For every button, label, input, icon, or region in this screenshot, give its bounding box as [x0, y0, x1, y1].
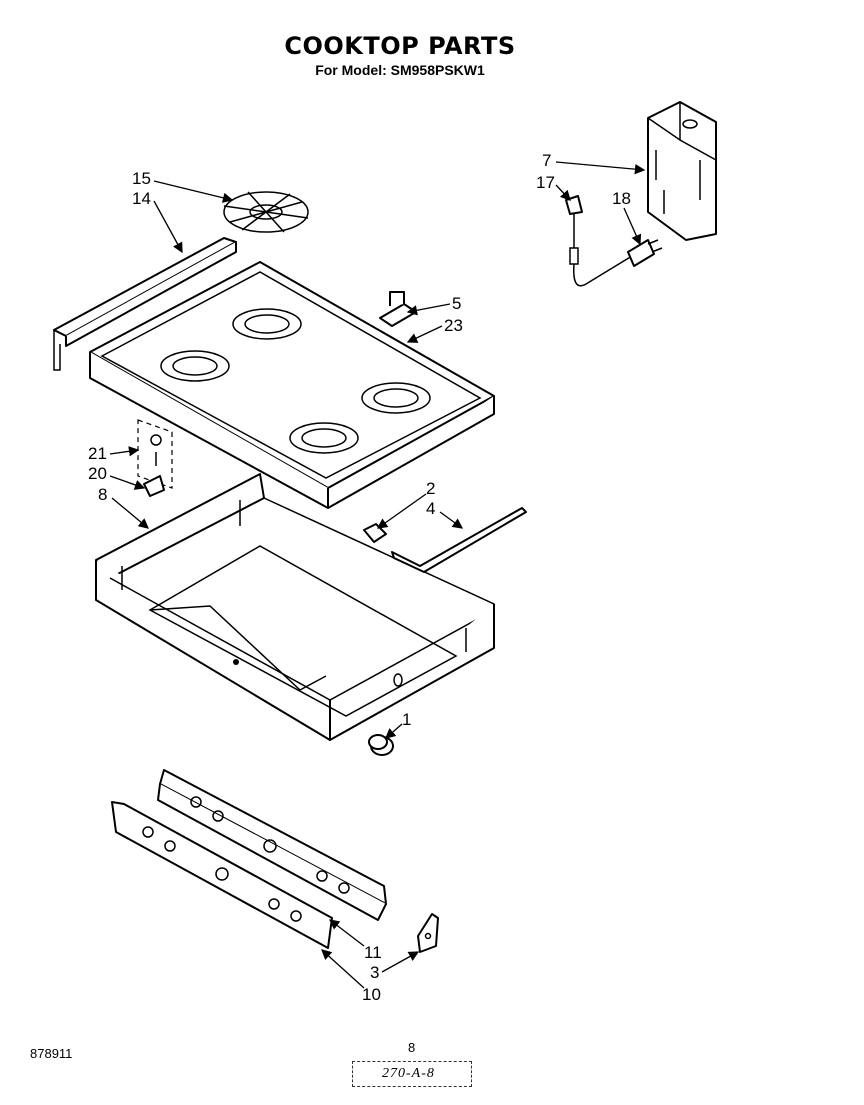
bracket-part [379, 291, 417, 327]
manifold-bracket-part [157, 769, 387, 921]
rear-trim-part [53, 237, 237, 371]
callout-3: 3 [370, 963, 379, 982]
callout-8: 8 [98, 485, 107, 504]
burner-grate-part [223, 191, 309, 233]
callout-5: 5 [452, 294, 461, 313]
callout-18: 18 [612, 189, 631, 208]
page-title: COOKTOP PARTS [284, 32, 516, 60]
reference-code: 270-A-8 [382, 1066, 435, 1081]
callout-20: 20 [88, 464, 107, 483]
wire-harness-part [565, 195, 663, 287]
callout-14: 14 [132, 189, 151, 208]
page-number: 8 [408, 1040, 416, 1055]
callout-10: 10 [362, 985, 381, 1004]
clip-and-rod-part [363, 507, 527, 573]
callout-15: 15 [132, 169, 151, 188]
callout-17: 17 [536, 173, 555, 192]
burner-box-part [95, 473, 495, 741]
callout-labels: 15 14 7 17 18 5 23 21 20 8 2 4 1 11 3 10 [88, 151, 646, 1004]
valve-assembly-part [137, 419, 173, 497]
manifold-panel-part [111, 801, 333, 949]
callout-2: 2 [426, 479, 435, 498]
control-knob-part [368, 734, 394, 756]
junction-box-part [647, 101, 717, 241]
model-subtitle: For Model: SM958PSKW1 [315, 62, 485, 78]
reference-code-box [352, 1061, 472, 1087]
callout-1: 1 [402, 710, 411, 729]
callout-23: 23 [444, 316, 463, 335]
callout-7: 7 [542, 151, 551, 170]
cooktop-main-part [89, 261, 495, 509]
callout-4: 4 [426, 499, 435, 518]
callout-21: 21 [88, 444, 107, 463]
document-number: 878911 [30, 1046, 73, 1061]
small-bracket-part [417, 913, 439, 953]
callout-11: 11 [364, 943, 382, 962]
